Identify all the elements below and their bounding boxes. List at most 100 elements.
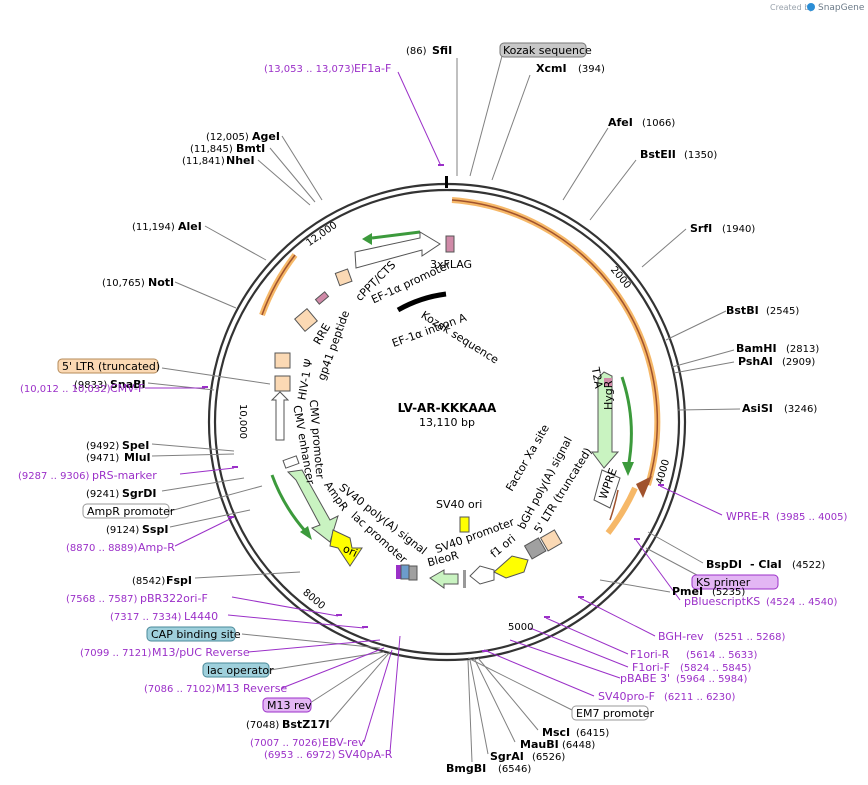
primer-m13puc: M13/pUC Reverse [152,646,250,659]
ltr-arc-right-arrow [451,199,659,486]
site-sspi: SspI [142,523,168,536]
site-agei: AgeI [252,130,280,143]
feat-hiv-psi: HIV-1 Ψ [295,358,315,401]
primer-f1ori-r-range: (5614 .. 5633) [686,650,758,661]
lac-box [400,564,410,580]
feat-t2a: T2A [589,365,606,390]
site-msci: MscI [542,726,570,739]
ltr-arc-left-arrow [261,254,296,316]
primer-f1ori-f-range: (5824 .. 5845) [680,663,752,674]
box-m13rev [262,697,312,713]
primer-prs-range: (9287 .. 9306) [18,471,90,482]
ampr-outer-arrow [270,474,308,533]
snapgene-logo-icon [807,3,815,11]
green-arrowhead-top [362,233,372,245]
site-pshai: PshAI [738,355,773,368]
site-nhei-pos: (11,841) [182,156,225,167]
site-noti: NotI [148,276,174,289]
site-sfii-pos: (86) [406,46,427,57]
primer-pbr-range: (7568 .. 7587) [66,594,138,605]
site-bspdi: BspDI [706,558,742,571]
primer-bgh-range: (5251 .. 5268) [714,632,786,643]
box-cap [146,626,236,642]
site-mlui: MluI [124,451,151,464]
site-pshai-pos: (2909) [782,357,815,368]
hygr-outer-arrowhead [622,462,634,476]
hiv-box1 [274,352,291,369]
site-sfii: SfiI [432,44,452,57]
box-5ltr [57,358,159,374]
tick-5000: 5000 [508,622,533,633]
feat-hygr: HygR [602,380,615,410]
primer-cmv-f: CMV-F [110,382,144,395]
ltr-arc-right [451,197,661,486]
primer-m13rev: M13 Reverse [216,682,287,695]
backbone-inner [213,188,681,656]
site-fspi-pos: (8542) [132,576,165,587]
site-clai: - ClaI [750,558,782,571]
primer-sv40pro-range: (6211 .. 6230) [664,692,736,703]
primer-ticks [202,164,664,652]
box-ampr-promoter [82,503,170,519]
t2a-box [604,378,612,386]
site-bstbi: BstBI [726,304,759,317]
primer-pbabe-range: (5964 .. 5984) [676,674,748,685]
bgh-box [523,537,547,560]
site-snabi: SnaBI [110,378,146,391]
site-fspi: FspI [166,574,192,587]
primer-ef1a-f-range: (13,053 .. 13,073) [264,64,355,75]
primer-m13puc-range: (7099 .. 7121) [80,648,152,659]
site-bmgbi: BmgBI [446,762,486,775]
primer-ampr: Amp-R [138,541,175,554]
site-labels: (86) SfiI XcmI (394) AfeI (1066) BstEII … [74,44,825,775]
site-snabi-pos: (9833) [74,380,107,391]
primer-wpre-r-range: (3985 .. 4005) [776,512,848,523]
box-ks-primer [691,574,779,590]
feat-sv40-ori: SV40 ori [436,498,482,511]
site-nhei: NheI [226,154,255,167]
flag-tag [445,235,455,253]
site-bamhi-pos: (2813) [786,344,819,355]
green-arrow-top [371,230,421,240]
primer-lines [145,71,723,753]
site-alei: AleI [178,220,202,233]
site-sspi-pos: (9124) [106,525,139,536]
ef1a-intron-bar [396,291,447,313]
site-xcmi: XcmI [536,62,567,75]
ampr-outer-arrowhead [300,526,312,540]
ltr-small-arrow [609,489,619,521]
box-ampr-promoter-label: AmpR promoter [87,505,175,518]
primer-ebv-range: (7007 .. 7026) [250,738,322,749]
ori-arrow [329,529,363,567]
primer-cmv-f-range: (10,012 .. 10,032) [20,384,111,395]
primer-ef1a-f: EF1a-F [354,62,391,75]
site-noti-pos: (10,765) [102,278,145,289]
ltr-arrowhead-right [636,476,652,498]
site-sgrai: SgrAI [490,750,524,763]
primer-ampr-range: (8870 .. 8889) [66,543,138,554]
rre-box [294,308,318,332]
tick-10000: 10,000 [237,404,248,439]
primer-pbks-range: (4524 .. 4540) [766,597,838,608]
site-bspdi-pos: (4522) [792,560,825,571]
plasmid-name: LV-AR-KKKAAA [398,401,497,415]
site-xcmi-pos: (394) [578,64,605,75]
sv40-promoter-arrow [469,565,495,585]
site-pmei-pos: (5235) [712,587,745,598]
hygr-outer-arrow [620,376,633,469]
primer-sv40pro: SV40pro-F [598,690,655,703]
primer-bgh: BGH-rev [658,630,704,643]
site-bmti: BmtI [236,142,265,155]
primer-pbr: pBR322ori-F [140,592,208,605]
primer-prs: pRS-marker [92,469,157,482]
site-srfi: SrfI [690,222,712,235]
origin-marker [445,176,448,188]
primer-sv40pa: SV40pA-R [338,748,393,761]
primer-pbks: pBluescriptKS [684,595,760,608]
wpre-box [593,469,621,509]
cmv-promoter-arrow [270,391,290,441]
site-bamhi: BamHI [736,342,777,355]
box-em7 [571,705,649,721]
box-kozak-label: Kozak sequence [503,44,592,57]
